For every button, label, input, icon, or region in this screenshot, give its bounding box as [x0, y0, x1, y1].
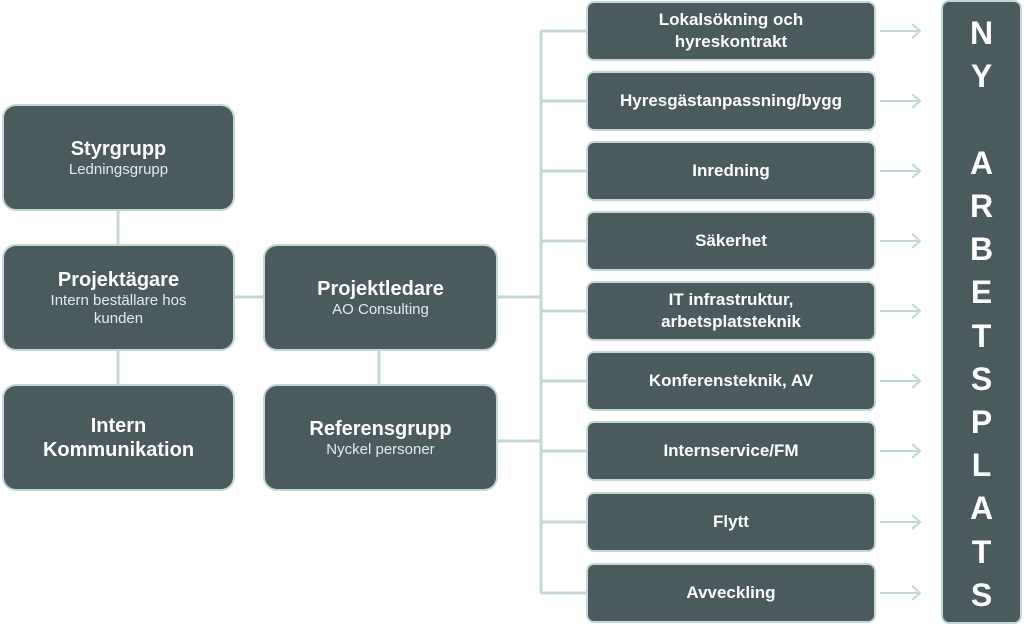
goal-letter: R — [969, 187, 994, 224]
node-title: Projektägare — [57, 268, 180, 291]
task-internservice: Internservice/FM — [586, 421, 876, 481]
node-styrgrupp: Styrgrupp Ledningsgrupp — [2, 104, 235, 211]
task-label: Avveckling — [686, 583, 776, 602]
node-subtitle: AO Consulting — [332, 300, 429, 318]
node-referensgrupp: Referensgrupp Nyckel personer — [263, 384, 498, 491]
node-intern-kommunikation: Intern Kommunikation — [2, 384, 235, 491]
goal-letter: N — [969, 15, 994, 51]
task-it-infrastruktur: IT infrastruktur, arbetsplatsteknik — [586, 281, 876, 341]
task-flytt: Flytt — [586, 492, 876, 552]
goal-letter: T — [971, 317, 992, 354]
task-konferensteknik: Konferensteknik, AV — [586, 351, 876, 411]
goal-letter: T — [971, 533, 992, 570]
task-sakerhet: Säkerhet — [586, 211, 876, 271]
node-title: Styrgrupp — [70, 137, 167, 160]
goal-letter: S — [970, 360, 993, 397]
node-subtitle: Intern beställare hos kunden — [50, 291, 187, 327]
node-title: Intern Kommunikation — [42, 414, 195, 461]
goal-letter: A — [969, 490, 994, 527]
goal-letter: B — [969, 231, 994, 268]
task-label: Lokalsökning och hyreskontrakt — [658, 10, 804, 51]
task-inredning: Inredning — [586, 141, 876, 201]
arrow-icon — [880, 233, 922, 249]
arrow-icon — [880, 585, 922, 601]
node-projektagare: Projektägare Intern beställare hos kunde… — [2, 244, 235, 351]
arrow-icon — [880, 373, 922, 389]
arrow-icon — [880, 303, 922, 319]
goal-letter: L — [971, 447, 992, 484]
task-label: Flytt — [713, 512, 749, 531]
goal-letter: E — [970, 274, 993, 311]
node-title: Referensgrupp — [309, 417, 452, 440]
arrows — [880, 23, 922, 601]
task-label: Konferensteknik, AV — [648, 371, 814, 390]
goal-ny-arbetsplats: N Y A R B E T S P L A T S — [941, 0, 1022, 624]
arrow-icon — [880, 443, 922, 459]
arrow-icon — [880, 514, 922, 530]
task-label: Hyresgästanpassning/bygg — [619, 91, 842, 110]
node-title: Projektledare — [317, 277, 444, 300]
task-label: Säkerhet — [695, 231, 767, 250]
node-projektledare: Projektledare AO Consulting — [263, 244, 498, 351]
goal-letter: P — [970, 403, 993, 440]
node-subtitle: Nyckel personer — [326, 440, 435, 458]
goal-letter: A — [969, 144, 994, 181]
goal-letter: S — [970, 576, 993, 613]
task-label: IT infrastruktur, arbetsplatsteknik — [661, 290, 801, 331]
goal-letter: Y — [970, 58, 993, 95]
arrow-icon — [880, 93, 922, 109]
task-label: Inredning — [692, 161, 770, 180]
node-subtitle: Ledningsgrupp — [68, 160, 169, 178]
task-avveckling: Avveckling — [586, 563, 876, 623]
arrow-icon — [880, 23, 922, 39]
task-label: Internservice/FM — [663, 441, 799, 460]
arrow-icon — [880, 163, 922, 179]
task-lokalsokning: Lokalsökning och hyreskontrakt — [586, 1, 876, 61]
task-hyresgastanpassning: Hyresgästanpassning/bygg — [586, 71, 876, 131]
